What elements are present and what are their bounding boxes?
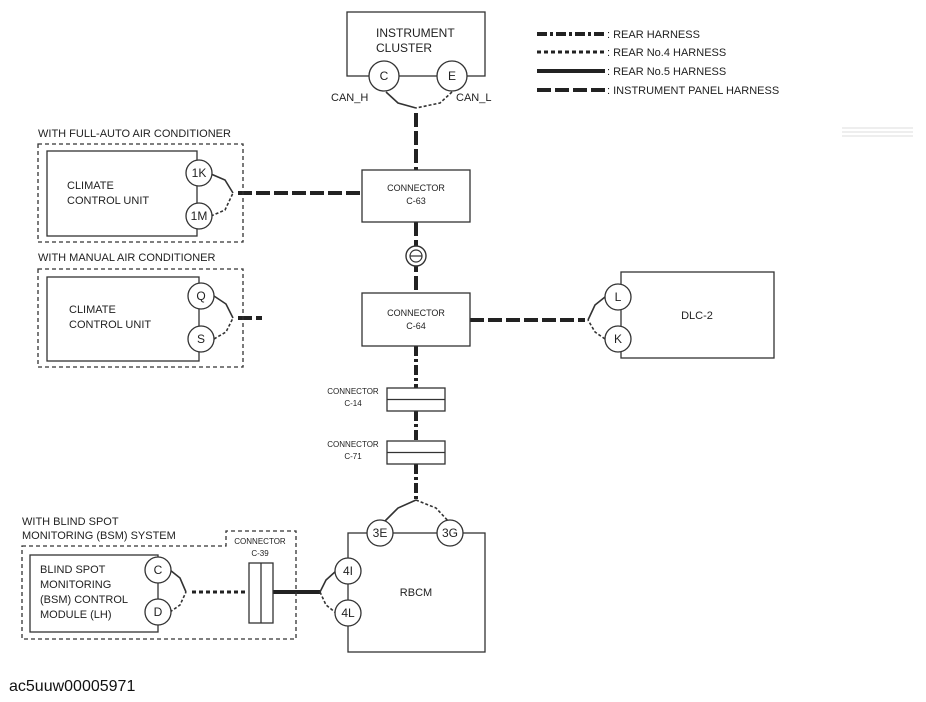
full-auto-group-label: WITH FULL-AUTO AIR CONDITIONER <box>38 128 231 140</box>
wire-3e-branch <box>382 499 417 524</box>
connector-c63-label-line2: C-63 <box>406 196 426 206</box>
bsm-group-label-line1: WITH BLIND SPOT <box>22 516 119 528</box>
bsm-group: WITH BLIND SPOT MONITORING (BSM) SYSTEM … <box>21 516 297 640</box>
manual-pin-s-label: S <box>197 332 205 346</box>
manual-climate-label-line2: CONTROL UNIT <box>69 319 151 331</box>
connector-c63-label-line1: CONNECTOR <box>387 183 445 193</box>
manual-group-label: WITH MANUAL AIR CONDITIONER <box>38 252 215 264</box>
connector-c63: CONNECTOR C-63 <box>361 169 471 223</box>
wire-l-branch <box>587 296 606 321</box>
manual-ac-group: WITH MANUAL AIR CONDITIONER CLIMATE CONT… <box>37 252 244 368</box>
connector-c39-label-line1: CONNECTOR <box>234 537 286 546</box>
legend-label-rear-no4-harness: : REAR No.4 HARNESS <box>607 47 726 59</box>
wire-k-branch <box>587 319 606 340</box>
wire-q-branch <box>213 295 234 319</box>
wire-can-l-cluster <box>415 91 453 109</box>
wire-3g-branch <box>415 499 451 524</box>
dlc2-pin-k <box>604 325 632 353</box>
legend: : REAR HARNESS : REAR No.4 HARNESS : REA… <box>537 29 779 97</box>
manual-climate-label-line1: CLIMATE <box>69 304 116 316</box>
full-auto-climate-label-line2: CONTROL UNIT <box>67 195 149 207</box>
dlc2-label: DLC-2 <box>681 310 713 322</box>
wire-bsm-d-branch <box>169 591 187 613</box>
manual-pin-q-label: Q <box>196 289 205 303</box>
scan-artifact <box>842 127 913 137</box>
instrument-cluster-label-line2: CLUSTER <box>376 41 432 55</box>
wire-4i-branch <box>319 570 337 593</box>
connector-c14: CONNECTOR C-14 <box>327 387 446 412</box>
rbcm: RBCM 3E 3G 4I 4L <box>334 519 486 653</box>
rbcm-pin-3g <box>436 519 464 547</box>
full-auto-pin-1m-label: 1M <box>191 209 208 223</box>
rbcm-label: RBCM <box>400 587 432 599</box>
instrument-cluster: INSTRUMENT CLUSTER C E CAN_H CAN_L <box>331 11 491 104</box>
can-l-label: CAN_L <box>456 92 491 104</box>
wire-can-h-cluster <box>385 91 417 109</box>
full-auto-ac-group: WITH FULL-AUTO AIR CONDITIONER CLIMATE C… <box>37 128 244 243</box>
manual-pin-s <box>187 325 215 353</box>
legend-label-rear-harness: : REAR HARNESS <box>607 29 700 41</box>
manual-pin-q <box>187 282 215 310</box>
full-auto-pin-1k-label: 1K <box>192 166 207 180</box>
can-h-label: CAN_H <box>331 92 368 104</box>
rbcm-pin-3e <box>366 519 394 547</box>
instrument-cluster-pin-e <box>436 60 468 92</box>
instrument-cluster-label-line1: INSTRUMENT <box>376 26 455 40</box>
legend-label-instrument-panel-harness: : INSTRUMENT PANEL HARNESS <box>607 85 779 97</box>
connector-c39-label-line2: C-39 <box>251 549 269 558</box>
figure-reference-code: ac5uuw00005971 <box>9 678 136 695</box>
dlc2-pin-l-label: L <box>615 290 622 304</box>
dlc2: DLC-2 L K <box>604 271 775 359</box>
bsm-module-label-line1: BLIND SPOT <box>40 564 106 576</box>
wire-1m-branch <box>210 192 234 217</box>
instrument-cluster-pin-c-label: C <box>380 69 389 83</box>
rbcm-pin-4l-label: 4L <box>341 606 355 620</box>
bsm-pin-d-label: D <box>154 605 163 619</box>
wire-s-branch <box>213 317 234 340</box>
wire-4l-branch <box>319 591 337 614</box>
full-auto-climate-label-line1: CLIMATE <box>67 180 114 192</box>
bsm-pin-c <box>144 556 172 584</box>
rbcm-pin-4i <box>334 557 362 585</box>
connector-c71-label-line2: C-71 <box>344 452 362 461</box>
full-auto-pin-1m <box>185 202 213 230</box>
wire-1k-branch <box>210 173 234 194</box>
connector-c64-label-line1: CONNECTOR <box>387 308 445 318</box>
full-auto-pin-1k <box>185 159 213 187</box>
rbcm-pin-4i-label: 4I <box>343 564 353 578</box>
connector-c71-label-line1: CONNECTOR <box>327 440 379 449</box>
connector-c71: CONNECTOR C-71 <box>327 440 446 465</box>
connector-c64: CONNECTOR C-64 <box>361 292 471 347</box>
legend-label-rear-no5-harness: : REAR No.5 HARNESS <box>607 66 726 78</box>
connector-c14-label-line2: C-14 <box>344 399 362 408</box>
bsm-module-label-line3: (BSM) CONTROL <box>40 594 128 606</box>
instrument-cluster-pin-e-label: E <box>448 69 456 83</box>
joint-connector-symbol <box>405 245 427 267</box>
wire-bsm-c-branch <box>169 569 187 593</box>
connector-c14-label-line1: CONNECTOR <box>327 387 379 396</box>
rbcm-pin-3e-label: 3E <box>373 526 388 540</box>
bsm-module-label-line2: MONITORING <box>40 579 111 591</box>
rbcm-pin-4l <box>334 599 362 627</box>
connector-c39: CONNECTOR C-39 <box>234 537 286 624</box>
bsm-pin-d <box>144 598 172 626</box>
connector-c64-label-line2: C-64 <box>406 321 426 331</box>
instrument-cluster-pin-c <box>368 60 400 92</box>
bsm-module-label-line4: MODULE (LH) <box>40 609 112 621</box>
rbcm-pin-3g-label: 3G <box>442 526 458 540</box>
dlc2-pin-k-label: K <box>614 332 622 346</box>
bsm-group-label-line2: MONITORING (BSM) SYSTEM <box>22 530 176 542</box>
dlc2-pin-l <box>604 283 632 311</box>
bsm-pin-c-label: C <box>154 563 163 577</box>
